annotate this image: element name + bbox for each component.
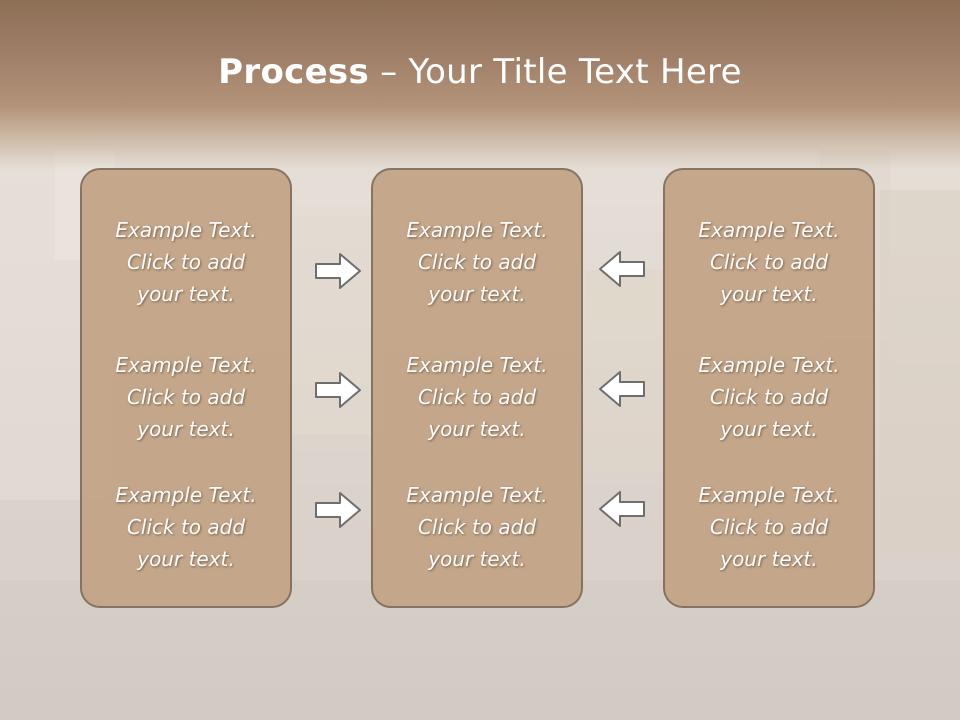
text-block[interactable]: Example Text. Click to add your text. (373, 349, 581, 445)
text-line: Example Text. (698, 353, 840, 377)
text-line: Click to add (126, 385, 246, 409)
title-band (0, 0, 960, 170)
text-block[interactable]: Example Text. Click to add your text. (665, 214, 873, 310)
panel-right[interactable]: Example Text. Click to add your text. Ex… (663, 168, 875, 608)
text-line: your text. (720, 417, 818, 441)
text-line: your text. (137, 282, 235, 306)
text-line: Click to add (709, 385, 829, 409)
arrow-right-icon[interactable] (314, 370, 362, 410)
text-block[interactable]: Example Text. Click to add your text. (665, 479, 873, 575)
building-center-left (290, 215, 385, 435)
arrow-right-icon[interactable] (314, 251, 362, 291)
text-line: Example Text. (406, 483, 548, 507)
text-block[interactable]: Example Text. Click to add your text. (82, 479, 290, 575)
text-block[interactable]: Example Text. Click to add your text. (373, 214, 581, 310)
text-line: Click to add (126, 515, 246, 539)
text-line: Click to add (709, 250, 829, 274)
text-block[interactable]: Example Text. Click to add your text. (665, 349, 873, 445)
text-line: your text. (720, 282, 818, 306)
slide-title[interactable]: Process – Your Title Text Here (0, 52, 960, 92)
text-line: Click to add (417, 250, 537, 274)
text-line: Example Text. (115, 218, 257, 242)
text-line: your text. (720, 547, 818, 571)
arrow-left-icon[interactable] (598, 249, 646, 289)
text-line: your text. (137, 417, 235, 441)
text-line: Example Text. (698, 218, 840, 242)
panel-left[interactable]: Example Text. Click to add your text. Ex… (80, 168, 292, 608)
text-line: Click to add (417, 385, 537, 409)
title-rest: – Your Title Text Here (369, 52, 742, 92)
building-right (880, 190, 960, 550)
text-line: Click to add (417, 515, 537, 539)
text-block[interactable]: Example Text. Click to add your text. (82, 214, 290, 310)
text-line: Example Text. (115, 483, 257, 507)
text-line: your text. (428, 282, 526, 306)
building-center-right (585, 270, 675, 470)
panel-middle[interactable]: Example Text. Click to add your text. Ex… (371, 168, 583, 608)
text-line: Example Text. (406, 353, 548, 377)
text-block[interactable]: Example Text. Click to add your text. (373, 479, 581, 575)
arrow-right-icon[interactable] (314, 490, 362, 530)
text-line: your text. (137, 547, 235, 571)
text-line: Example Text. (698, 483, 840, 507)
text-line: Click to add (126, 250, 246, 274)
arrow-left-icon[interactable] (598, 369, 646, 409)
text-line: your text. (428, 547, 526, 571)
text-line: Click to add (709, 515, 829, 539)
text-line: Example Text. (115, 353, 257, 377)
text-block[interactable]: Example Text. Click to add your text. (82, 349, 290, 445)
title-bold: Process (218, 52, 370, 92)
text-line: Example Text. (406, 218, 548, 242)
arrow-left-icon[interactable] (598, 489, 646, 529)
text-line: your text. (428, 417, 526, 441)
